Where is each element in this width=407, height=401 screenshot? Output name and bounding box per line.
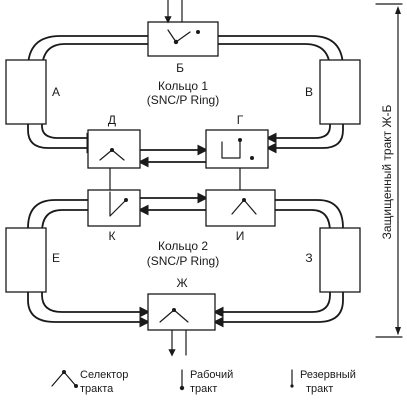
node-k[interactable] [87,189,141,227]
ring2-title: Кольцо 2 [158,239,208,253]
label-node-v: В [305,85,313,99]
node-b[interactable] [147,0,219,57]
legend-reserve-symbol [290,369,294,388]
legend-reserve-line2: тракт [306,383,333,395]
label-node-d: Д [108,113,116,127]
legend-selector-line2: тракта [80,383,114,395]
label-node-a: А [52,85,60,99]
legend-working-line2: тракт [190,383,217,395]
label-node-k: К [109,229,116,243]
node-i[interactable] [205,189,276,227]
label-node-b: Б [176,61,184,75]
label-node-zh: Ж [176,276,187,290]
label-node-e: Е [52,251,60,265]
side-label-protected-path: Защищенный тракт Ж-Б [380,104,394,239]
ring1-subtitle: (SNC/P Ring) [147,93,219,107]
legend-reserve-line1: Резервный [300,369,356,381]
legend-working-symbol [179,369,185,391]
ring1-title: Кольцо 1 [158,79,208,93]
node-a[interactable] [5,59,47,125]
node-v[interactable] [319,59,361,125]
label-node-g: Г [237,113,244,127]
legend-selector-line1: Селектор [80,369,128,381]
node-d[interactable] [87,129,141,169]
node-e[interactable] [5,227,47,293]
label-node-i: И [236,229,245,243]
node-z[interactable] [319,227,361,293]
legend-selector-symbol [51,370,78,388]
legend: Селектор тракта Рабочий тракт Резервный … [51,369,356,395]
ring2-subtitle: (SNC/P Ring) [147,254,219,268]
label-node-z: З [305,251,312,265]
legend-working-line1: Рабочий [190,369,233,381]
node-zh[interactable] [147,293,216,357]
protected-path-dimension [375,3,403,338]
node-g[interactable] [205,129,269,169]
